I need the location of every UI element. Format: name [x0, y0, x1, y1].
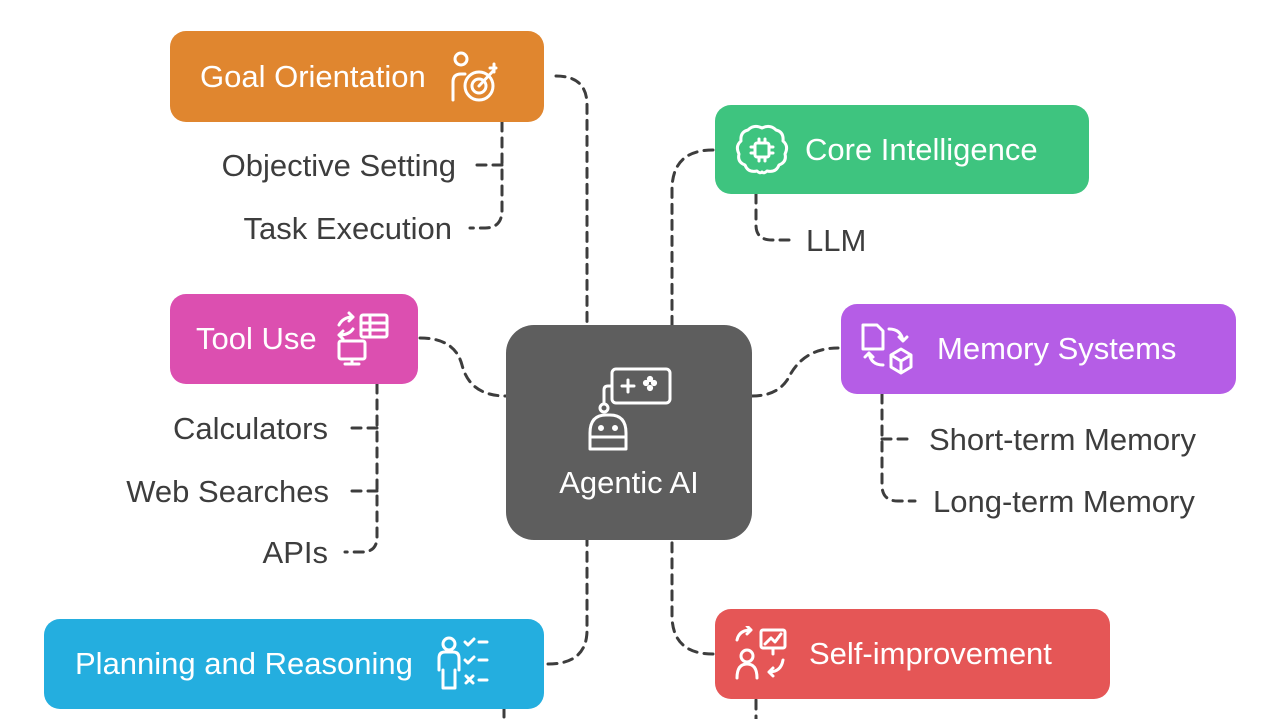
tool-use-node[interactable]: Tool Use: [170, 294, 418, 384]
memory-systems-node[interactable]: Memory Systems: [841, 304, 1236, 394]
brain-chip-icon: [735, 124, 789, 174]
leaf-long-term-memory: Long-term Memory: [933, 484, 1195, 519]
core-intelligence-label: Core Intelligence: [805, 131, 1038, 167]
person-checklist-icon: [437, 636, 489, 690]
self-improvement-node[interactable]: Self-improvement: [715, 609, 1110, 699]
planning-reasoning-node[interactable]: Planning and Reasoning: [44, 619, 544, 709]
memory-systems-label: Memory Systems: [937, 331, 1177, 366]
goal-orientation-node[interactable]: Goal Orientation: [170, 31, 544, 122]
center-node[interactable]: Agentic AI: [506, 325, 752, 540]
goal-orientation-label: Goal Orientation: [200, 58, 426, 94]
tool-use-label: Tool Use: [196, 321, 317, 356]
core-intelligence-node[interactable]: Core Intelligence: [715, 105, 1089, 194]
leaf-web-searches: Web Searches: [126, 474, 329, 509]
leaf-task-execution: Task Execution: [243, 211, 453, 246]
memory-transfer-icon: [861, 323, 913, 375]
robot-controller-icon: [588, 367, 672, 451]
person-target-icon: [451, 51, 498, 101]
center-label: Agentic AI: [559, 465, 699, 500]
leaf-short-term-memory: Short-term Memory: [929, 422, 1196, 457]
self-improvement-label: Self-improvement: [809, 636, 1052, 671]
planning-reasoning-label: Planning and Reasoning: [75, 646, 413, 681]
leaf-llm: LLM: [806, 223, 867, 258]
leaf-objective-setting: Objective Setting: [221, 148, 456, 183]
leaf-calculators: Calculators: [172, 411, 328, 446]
person-chart-icon: [735, 626, 787, 680]
tools-monitor-icon: [337, 311, 389, 366]
leaf-apis: APIs: [262, 535, 328, 570]
